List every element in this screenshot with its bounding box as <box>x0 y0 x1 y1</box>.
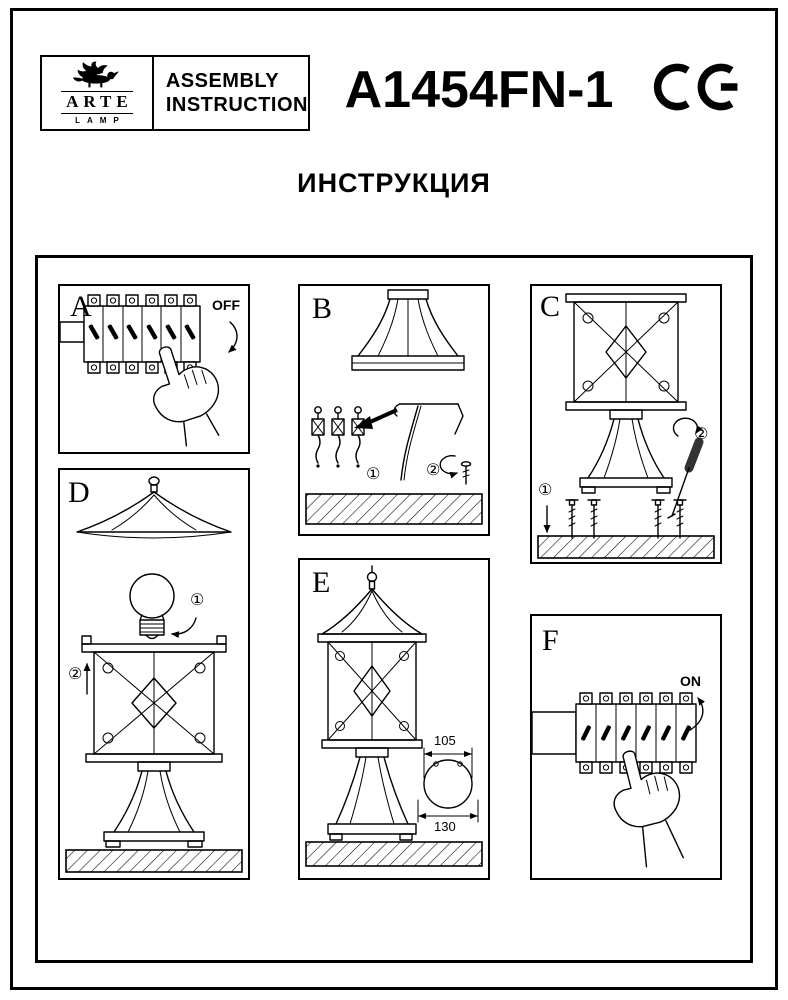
lamp-shade-illustration <box>351 289 465 371</box>
page-border <box>10 8 778 990</box>
panel-e-label: E <box>312 566 331 599</box>
panel-d: D ① ② <box>58 468 250 880</box>
panel-f-label: F <box>542 624 559 657</box>
breaker-off-illustration <box>60 294 238 447</box>
panel-f: F ON <box>530 614 722 880</box>
panel-c: C ① ② <box>530 284 722 564</box>
turn-on-arrow-icon <box>689 697 705 731</box>
breaker-on-illustration <box>532 692 705 868</box>
wall-hatch <box>305 493 483 525</box>
on-label: ON <box>680 673 701 689</box>
panel-b-label: B <box>312 292 333 325</box>
mount-lantern-illustration <box>537 293 715 559</box>
ground-hatch <box>305 841 483 867</box>
page-title: ИНСТРУКЦИЯ <box>297 168 491 198</box>
breaker-terminals-top <box>87 294 197 307</box>
ground-hatch <box>537 535 715 559</box>
wiring-parts-illustration <box>305 289 483 525</box>
brand-name: ARTE <box>61 91 133 114</box>
wire-connectors-illustration <box>311 406 365 468</box>
step-1-marker: ① <box>190 590 205 609</box>
step-2-marker: ② <box>694 424 709 443</box>
screw-rotate-icon <box>439 455 472 485</box>
panel-c-label: C <box>540 290 561 323</box>
shade-illustration <box>76 476 232 539</box>
bulb-assembly-illustration <box>65 476 243 873</box>
dimension-105: 105 <box>434 733 456 748</box>
ce-mark-icon <box>653 63 738 111</box>
hand-icon <box>153 346 220 447</box>
breaker-terminals-top <box>579 692 693 705</box>
model-number: A1454FN-1 <box>344 61 614 119</box>
mounting-bracket-illustration <box>393 403 464 481</box>
finished-lantern-illustration <box>305 565 483 867</box>
breaker-module-dividers <box>595 703 677 763</box>
breaker-levers-on <box>581 725 691 741</box>
off-label: OFF <box>212 297 240 313</box>
panel-a-label: A <box>70 290 92 323</box>
ground-hatch <box>65 849 243 873</box>
breaker-terminals-bottom <box>87 361 197 374</box>
breaker-levers-off <box>88 324 196 340</box>
rotate-arrow-icon <box>672 417 703 437</box>
winged-lion-icon <box>72 61 119 88</box>
step-2-marker: ② <box>426 460 441 479</box>
screwdriver-icon <box>667 437 704 519</box>
dimension-130: 130 <box>434 819 456 834</box>
step-1-marker: ① <box>538 480 553 499</box>
step-1-marker: ① <box>366 464 381 483</box>
anchor-screws-illustration <box>565 499 687 539</box>
lantern-body-illustration <box>81 635 227 848</box>
logo-box: ARTE LAMP ASSEMBLY INSTRUCTION <box>40 55 310 131</box>
turn-off-arrow-icon <box>228 321 238 353</box>
doc-title-line2: INSTRUCTION <box>165 94 308 116</box>
din-rail <box>60 321 85 343</box>
brand-logo: ARTE LAMP <box>42 57 154 129</box>
light-bulb-illustration <box>129 573 175 640</box>
panel-e: E 105 130 <box>298 558 490 880</box>
step-2-marker: ② <box>68 664 83 683</box>
screw-bulb-arrow-icon <box>171 617 197 639</box>
doc-title-line1: ASSEMBLY <box>165 70 280 92</box>
lantern-complete-illustration <box>317 565 427 841</box>
brand-subtitle: LAMP <box>75 115 126 125</box>
base-dimensions-illustration <box>417 747 479 823</box>
panel-d-label: D <box>68 476 90 509</box>
din-rail <box>532 711 577 755</box>
panel-a: A OFF <box>58 284 250 454</box>
hand-icon <box>613 750 685 868</box>
panel-b: B ① ② <box>298 284 490 536</box>
doc-title: ASSEMBLY INSTRUCTION <box>154 57 308 129</box>
lantern-illustration <box>565 293 687 494</box>
